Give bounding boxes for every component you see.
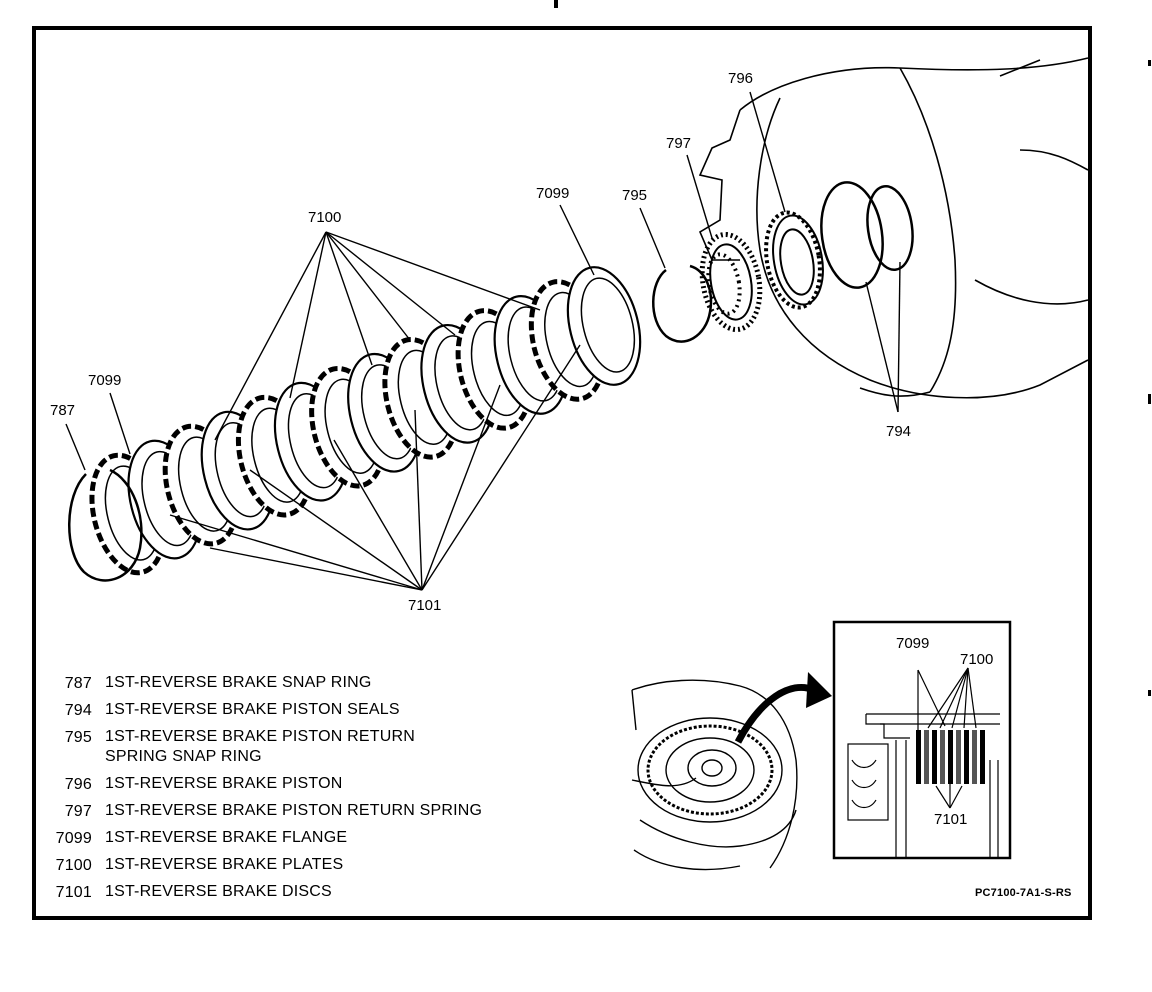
clutch-pack <box>89 266 642 576</box>
brake-disc <box>566 266 642 386</box>
legend-part-description: 1ST-REVERSE BRAKE DISCS <box>105 883 332 900</box>
legend-part-description: 1ST-REVERSE BRAKE PLATES <box>105 856 344 873</box>
legend-part-number: 7100 <box>55 857 92 874</box>
callout-796: 796 <box>728 70 753 87</box>
callout-7100: 7100 <box>308 209 341 226</box>
page-edge-mark-right-1 <box>1148 60 1151 66</box>
parts-legend: 787 1ST-REVERSE BRAKE SNAP RING 794 1ST-REV… <box>50 670 570 906</box>
legend-part-description: 1ST-REVERSE BRAKE PISTON RETURN SPRING S… <box>105 728 415 765</box>
legend-row: 787 1ST-REVERSE BRAKE SNAP RING <box>50 670 570 697</box>
legend-part-number: 7099 <box>55 830 92 847</box>
callout-794: 794 <box>886 423 911 440</box>
legend-part-number: 795 <box>64 729 92 746</box>
legend-part-description: 1ST-REVERSE BRAKE PISTON RETURN SPRING <box>105 802 483 819</box>
figure-frame <box>32 26 1092 920</box>
detail-plate <box>956 730 961 784</box>
legend-part-description: 1ST-REVERSE BRAKE FLANGE <box>105 829 348 846</box>
detail-plate <box>972 730 977 784</box>
legend-part-description: 1ST-REVERSE BRAKE PISTON SEALS <box>105 701 400 718</box>
detail-plate <box>940 730 945 784</box>
legend-row: 795 1ST-REVERSE BRAKE PISTON RETURN SPRIN… <box>50 724 570 771</box>
detail-plate <box>932 730 937 784</box>
legend-part-number: 797 <box>64 803 92 820</box>
detail-inset-drawing <box>847 667 1000 858</box>
detail-plate <box>924 730 929 784</box>
page-edge-mark-right-2 <box>1148 394 1151 404</box>
leader-lines <box>65 91 901 591</box>
locator-view <box>631 679 798 871</box>
page-edge-mark-right-3 <box>1148 690 1151 696</box>
detail-callout-7099: 7099 <box>896 635 929 652</box>
detail-plate <box>964 730 969 784</box>
legend-row: 7100 1ST-REVERSE BRAKE PLATES <box>50 852 570 879</box>
legend-row: 7099 1ST-REVERSE BRAKE FLANGE <box>50 825 570 852</box>
callout-795: 795 <box>622 187 647 204</box>
piston-seals-794 <box>820 181 914 289</box>
legend-part-number: 796 <box>64 776 92 793</box>
detail-callout-7100: 7100 <box>960 651 993 668</box>
return-spring-snap-ring-795 <box>652 264 713 343</box>
callout-787: 787 <box>50 402 75 419</box>
legend-part-number: 794 <box>64 702 92 719</box>
legend-part-description: 1ST-REVERSE BRAKE SNAP RING <box>105 674 372 691</box>
detail-clutch-pack <box>916 730 985 784</box>
transmission-case <box>698 57 1089 399</box>
legend-row: 797 1ST-REVERSE BRAKE PISTON RETURN SPRIN… <box>50 798 570 825</box>
brake-piston-796 <box>764 210 824 310</box>
callout-7099-top: 7099 <box>536 185 569 202</box>
detail-plate <box>916 730 921 784</box>
figure-code: PC7100-7A1-S-RS <box>975 887 1072 899</box>
detail-plate <box>948 730 953 784</box>
legend-part-number: 787 <box>64 675 92 692</box>
detail-callout-7101: 7101 <box>934 811 967 828</box>
legend-part-number: 7101 <box>55 884 92 901</box>
snap-ring-787 <box>68 468 143 582</box>
legend-row: 796 1ST-REVERSE BRAKE PISTON <box>50 771 570 798</box>
callout-7101: 7101 <box>408 597 441 614</box>
detail-plate <box>980 730 985 784</box>
legend-row: 794 1ST-REVERSE BRAKE PISTON SEALS <box>50 697 570 724</box>
locator-arrow <box>734 672 832 744</box>
legend-row: 7101 1ST-REVERSE BRAKE DISCS <box>50 879 570 906</box>
legend-part-description: 1ST-REVERSE BRAKE PISTON <box>105 775 343 792</box>
callout-797: 797 <box>666 135 691 152</box>
page-edge-mark-top <box>554 0 558 8</box>
callout-7099-left: 7099 <box>88 372 121 389</box>
